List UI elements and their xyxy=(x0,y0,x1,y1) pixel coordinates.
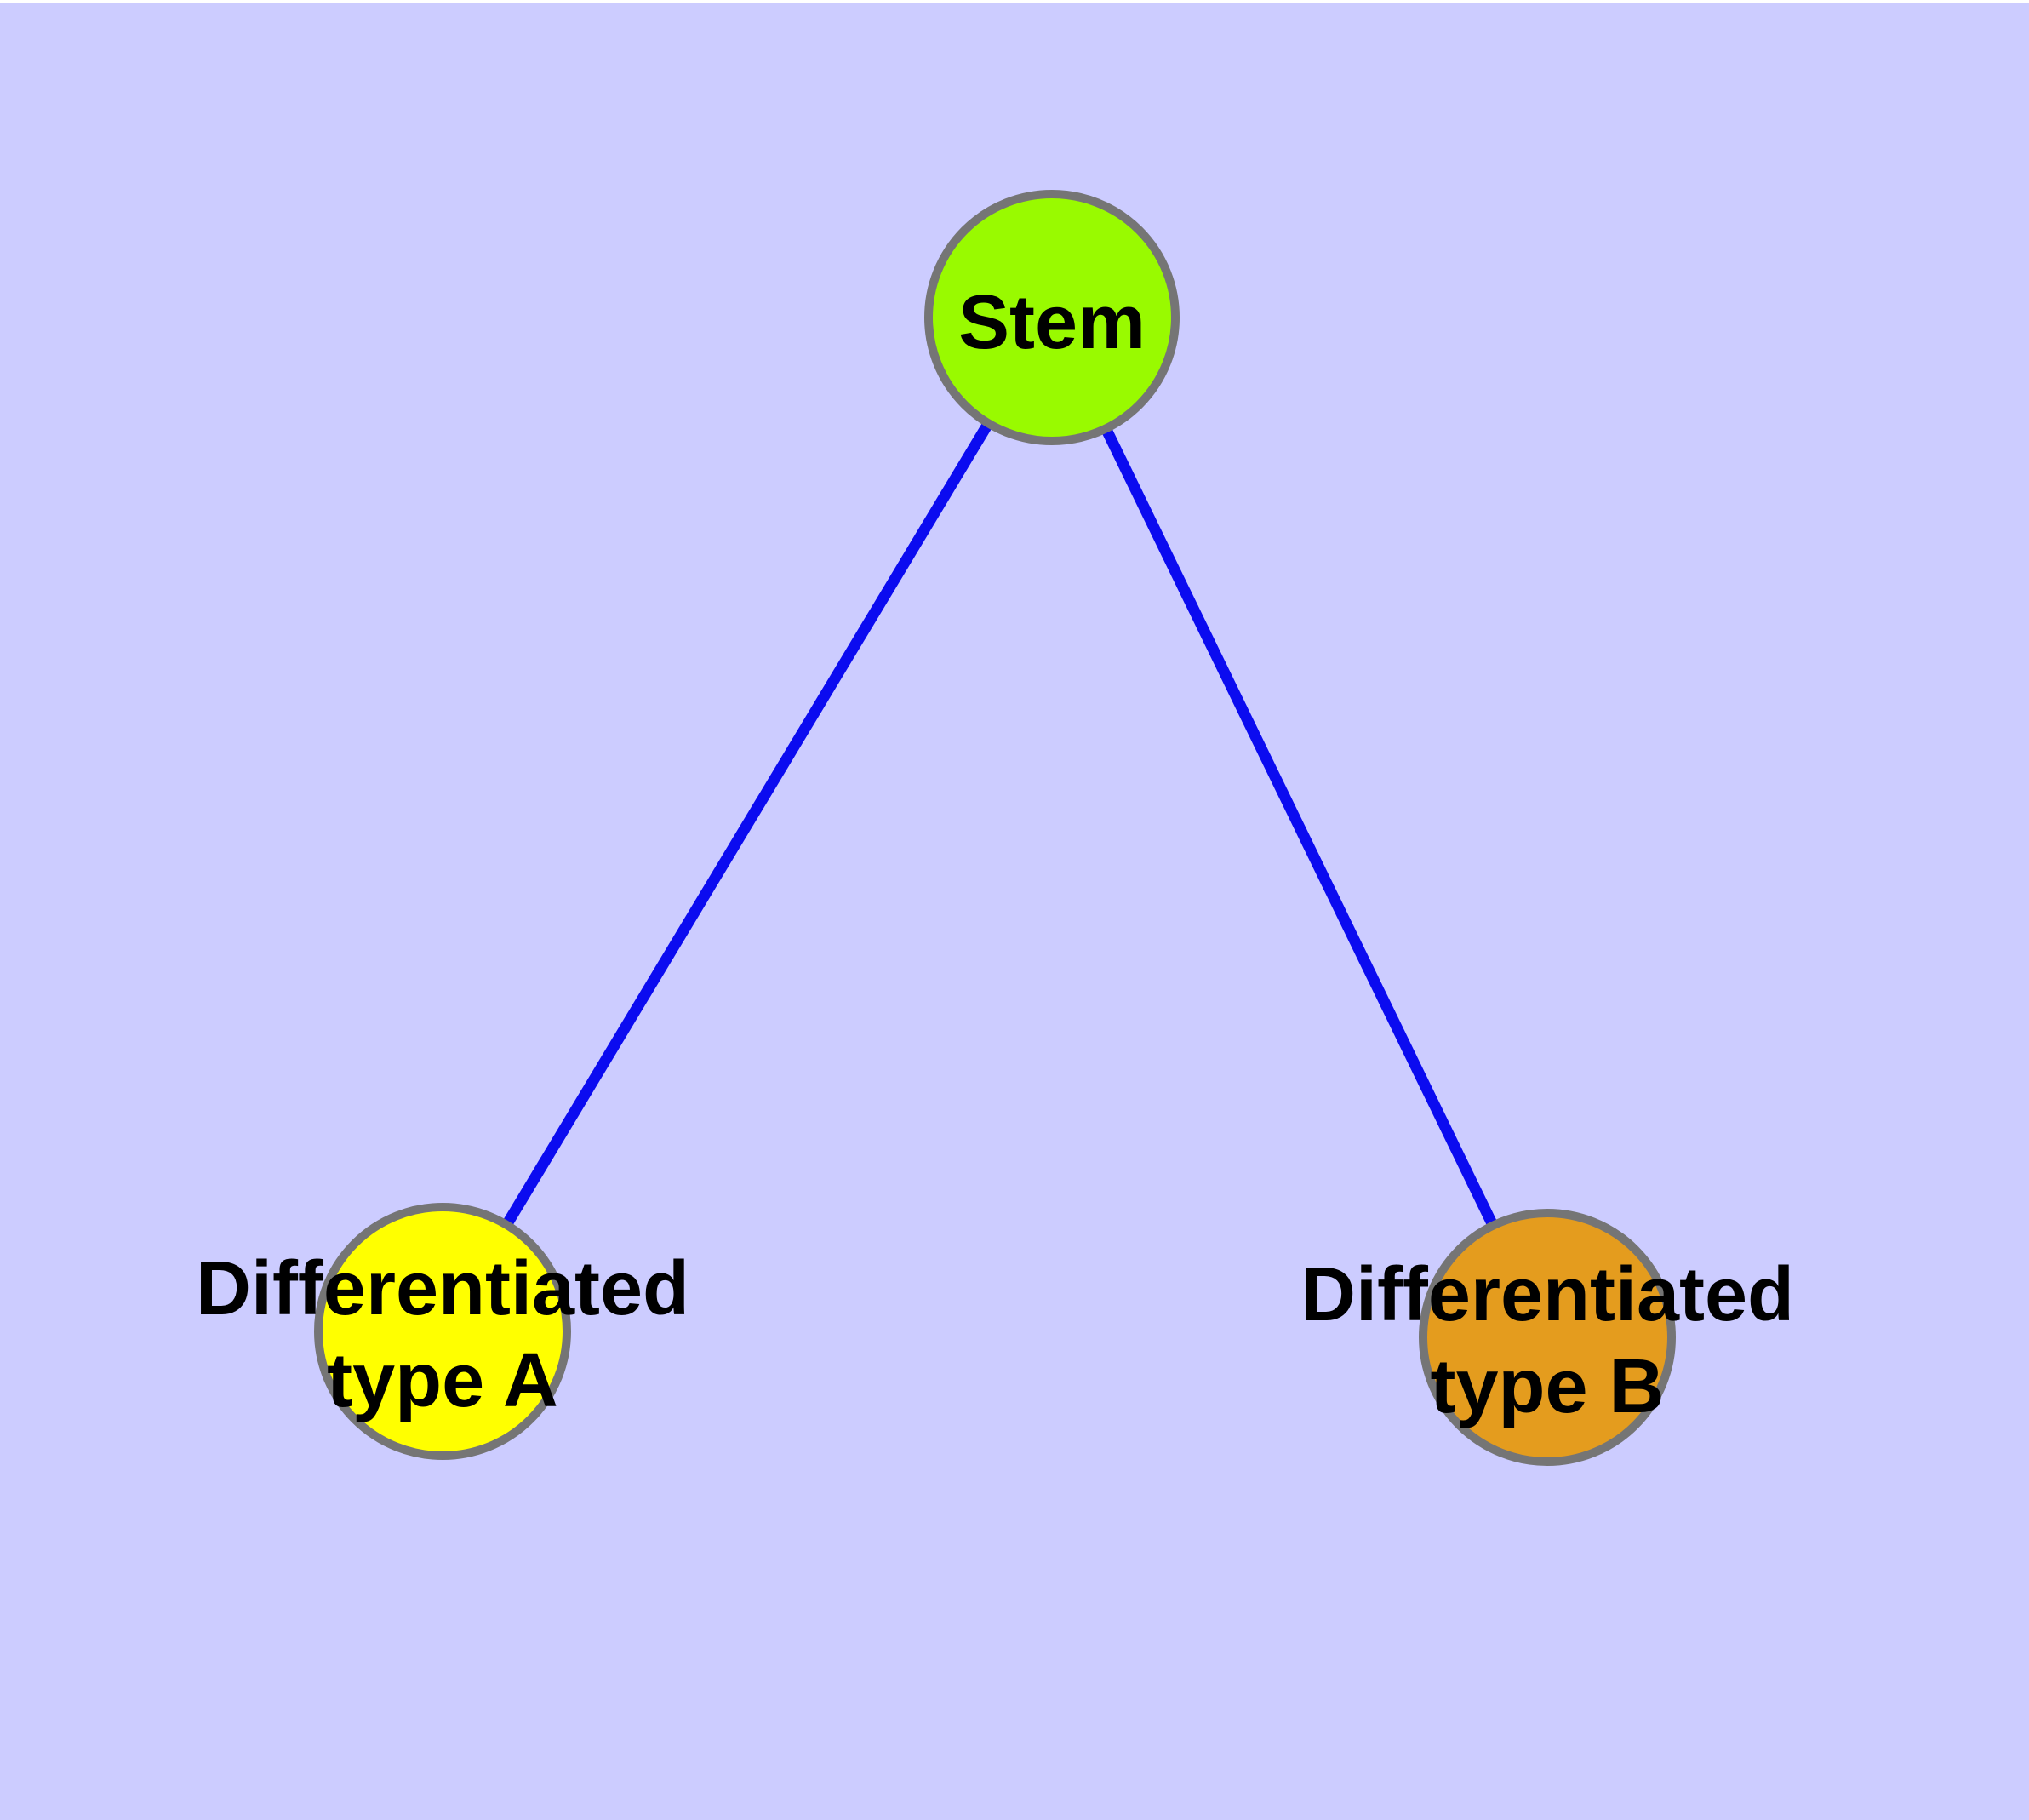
node-type-a-label-line1: Differentiated xyxy=(196,1246,689,1331)
node-type-b-label-line1: Differentiated xyxy=(1300,1252,1794,1337)
node-type-a-circle xyxy=(314,1203,571,1460)
node-stem: Stem xyxy=(924,190,1180,445)
node-type-a-label-line2: type A xyxy=(327,1338,558,1423)
node-stem-circle xyxy=(924,190,1180,445)
node-stem-label: Stem xyxy=(958,280,1146,365)
edge-stem-to-type-b xyxy=(1047,315,1552,1340)
node-differentiated-type-a: Differentiated type A xyxy=(196,1203,689,1460)
node-type-b-circle xyxy=(1419,1209,1676,1466)
node-type-b-label-line2: type B xyxy=(1430,1344,1664,1429)
edge-stem-to-type-a xyxy=(437,314,1057,1335)
node-differentiated-type-b: Differentiated type B xyxy=(1300,1209,1794,1466)
